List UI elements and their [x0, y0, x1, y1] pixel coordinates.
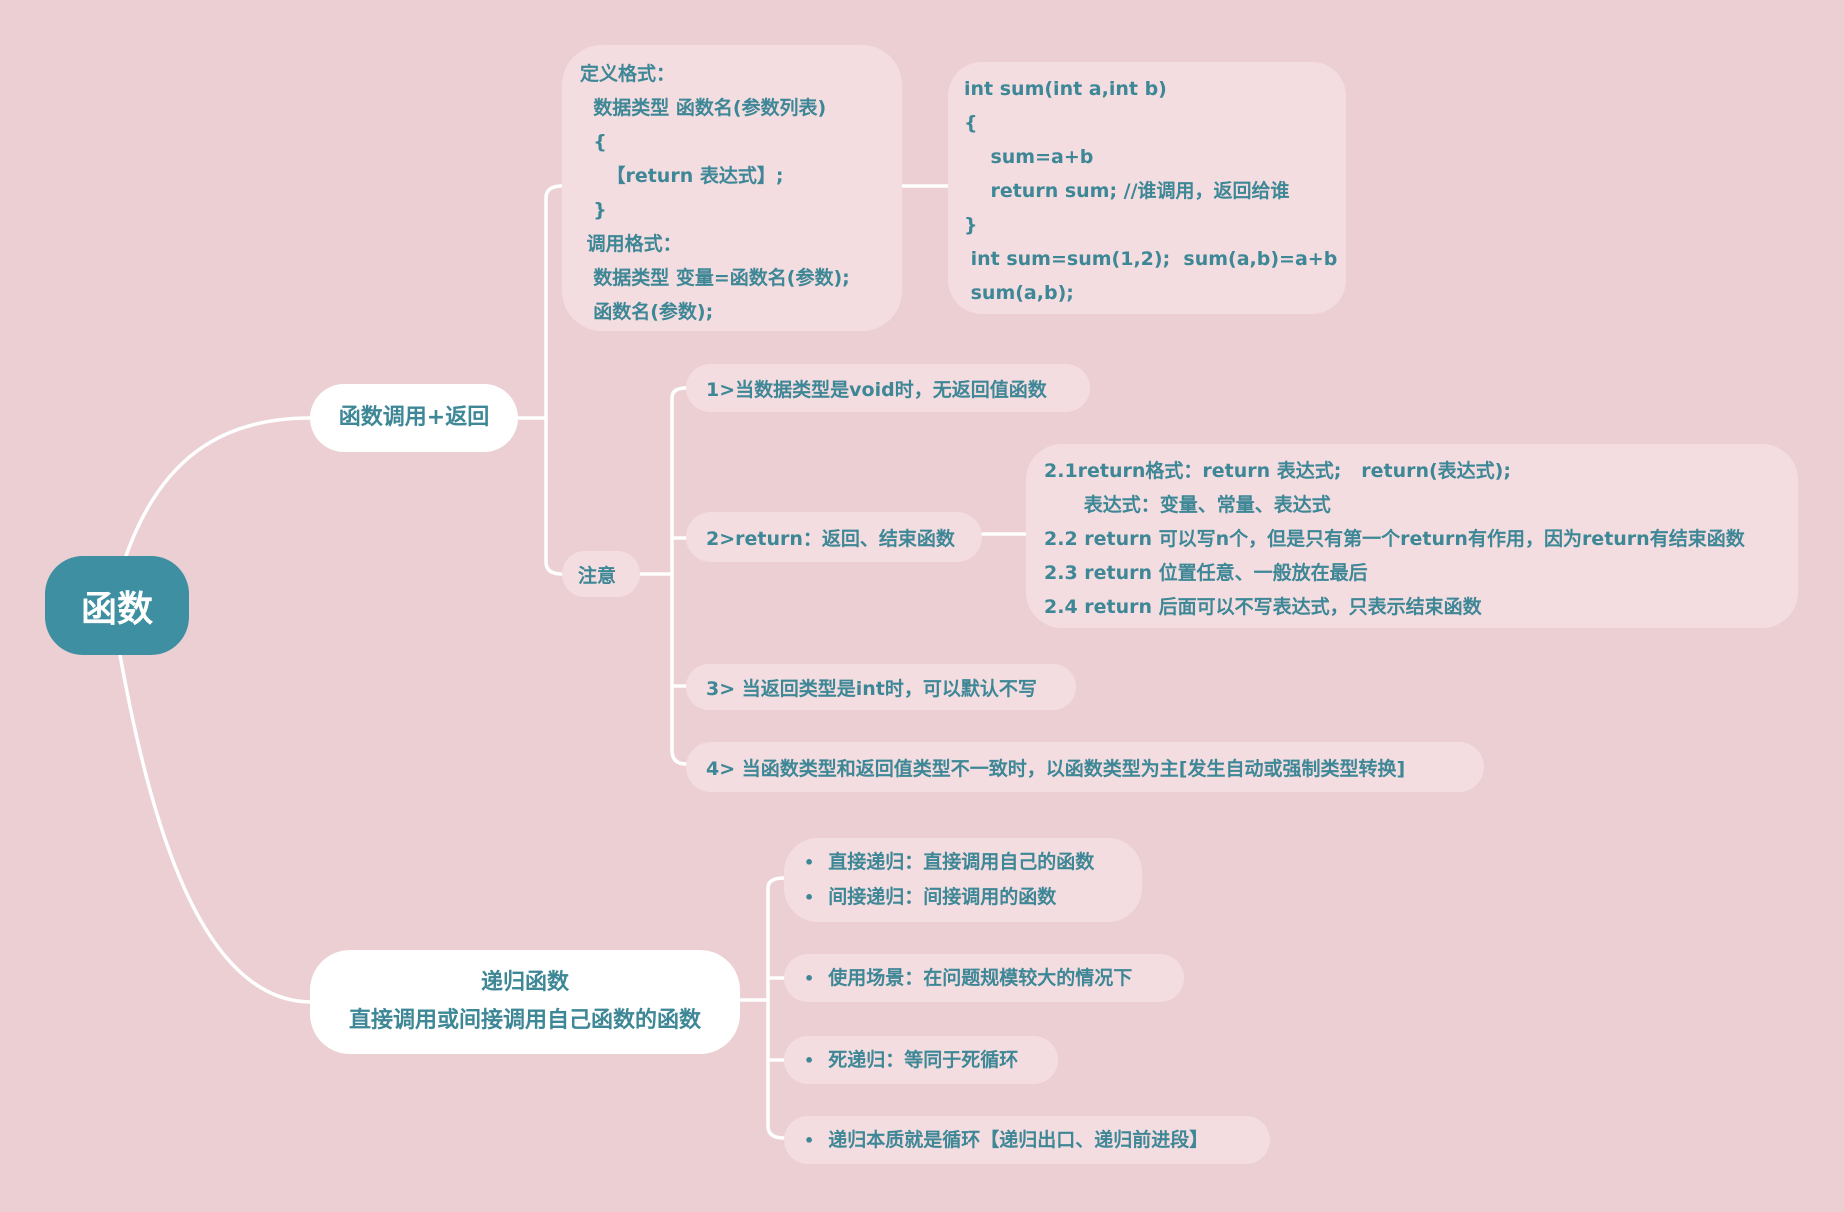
connector-recursion-trunk [738, 876, 786, 1140]
recursion-essence-box[interactable]: 递归本质就是循环【递归出口、递归前进段】 [784, 1116, 1270, 1164]
note-item-return[interactable]: 2>return：返回、结束函数 [686, 512, 982, 562]
recursion-subtitle: 直接调用或间接调用自己函数的函数 [348, 1008, 701, 1033]
recursion-node[interactable]: 递归函数 直接调用或间接调用自己函数的函数 [310, 950, 740, 1054]
sum-example-box[interactable]: int sum(int a,int b) { sum=a+b return su… [948, 62, 1346, 314]
root-node[interactable]: 函数 [45, 556, 189, 655]
call-return-node[interactable]: 函数调用+返回 [310, 384, 518, 452]
note-item-void[interactable]: 1>当数据类型是void时，无返回值函数 [686, 364, 1090, 412]
recursion-indirect-item: 间接递归：间接调用的函数 [804, 880, 1094, 915]
recursion-usage-item: 使用场景：在问题规模较大的情况下 [804, 961, 1132, 996]
note-label: 注意 [578, 564, 617, 587]
recursion-infinite-box[interactable]: 死递归：等同于死循环 [784, 1036, 1058, 1084]
recursion-usage-box[interactable]: 使用场景：在问题规模较大的情况下 [784, 954, 1184, 1002]
connector-root-call [124, 416, 312, 558]
return-detail-box[interactable]: 2.1return格式：return 表达式; return(表达式); 表达式… [1026, 444, 1798, 628]
note-node[interactable]: 注意 [562, 551, 640, 597]
note-item-int[interactable]: 3> 当返回类型是int时，可以默认不写 [686, 664, 1076, 710]
connector-root-recursion [118, 653, 312, 1004]
connector-call-trunk [516, 184, 564, 576]
note-item-type-mismatch[interactable]: 4> 当函数类型和返回值类型不一致时，以函数类型为主[发生自动或强制类型转换] [686, 742, 1484, 792]
definition-format-box[interactable]: 定义格式： 数据类型 函数名(参数列表) { 【return 表达式】; } 调… [562, 45, 902, 331]
recursion-essence-item: 递归本质就是循环【递归出口、递归前进段】 [804, 1123, 1208, 1158]
connector-note-trunk [638, 386, 688, 766]
recursion-title: 递归函数 [480, 970, 569, 995]
recursion-infinite-item: 死递归：等同于死循环 [804, 1043, 1018, 1078]
call-return-label: 函数调用+返回 [338, 405, 490, 430]
recursion-types-box[interactable]: 直接递归：直接调用自己的函数 间接递归：间接调用的函数 [784, 838, 1142, 922]
recursion-direct-item: 直接递归：直接调用自己的函数 [804, 845, 1094, 880]
